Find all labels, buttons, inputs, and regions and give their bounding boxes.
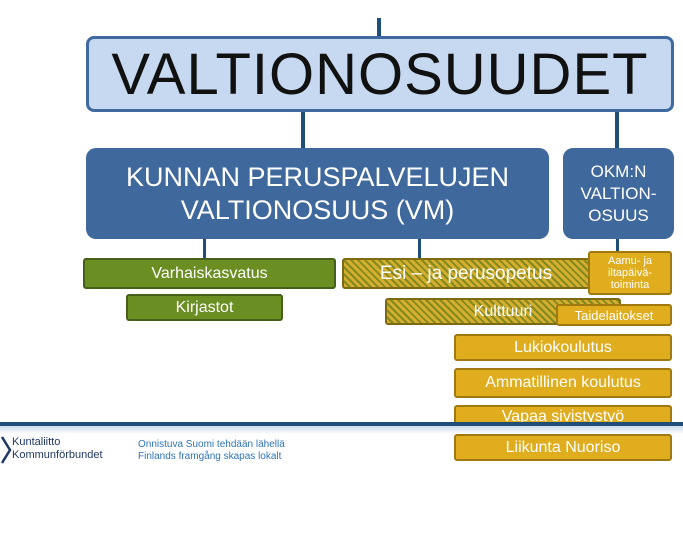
footer-divider: [0, 422, 683, 426]
vm-funding-box: KUNNAN PERUSPALVELUJEN VALTIONOSUUS (VM): [86, 148, 549, 239]
vm-box-line1: KUNNAN PERUSPALVELUJEN: [125, 161, 510, 192]
item-aamu-iltapaivatoiminta: Aamu- ja iltapäivä- toiminta: [588, 251, 672, 295]
item-esi-perusopetus-label: Esi – ja perusopetus: [379, 262, 553, 284]
item-esi-perusopetus: Esi – ja perusopetus: [342, 258, 590, 289]
connector-okm-down: [616, 238, 619, 252]
tagline-sv: Finlands framgång skapas lokalt: [138, 451, 282, 462]
item-kulttuuri-label: Kulttuuri: [473, 302, 533, 320]
item-aamu-line2: iltapäivä-: [607, 267, 653, 279]
item-varhaiskasvatus-label: Varhaiskasvatus: [151, 264, 268, 282]
item-lukiokoulutus: Lukiokoulutus: [454, 334, 672, 361]
okm-box-line1: OKM:N: [590, 161, 647, 181]
item-liikunta-nuoriso: Liikunta Nuoriso: [454, 434, 672, 461]
kuntaliitto-logo-mark: [0, 436, 12, 464]
item-kirjastot-label: Kirjastot: [175, 298, 234, 316]
item-varhaiskasvatus: Varhaiskasvatus: [83, 258, 336, 289]
item-ammatillinen-label: Ammatillinen koulutus: [485, 374, 641, 391]
connector-root-vm: [301, 111, 305, 149]
okm-box-line3: OSUUS: [588, 205, 649, 225]
footer-tagline: Onnistuva Suomi tehdään lähellä Finlands…: [138, 439, 285, 463]
item-ammatillinen-koulutus: Ammatillinen koulutus: [454, 368, 672, 398]
connector-top: [377, 18, 381, 37]
logo-line1: Kuntaliitto: [12, 436, 61, 448]
root-title-box: VALTIONOSUUDET: [86, 36, 674, 112]
item-taidelaitokset: Taidelaitokset: [556, 304, 672, 326]
logo-line2: Kommunförbundet: [12, 449, 103, 461]
item-kirjastot: Kirjastot: [126, 294, 283, 321]
item-vapaa-sivistystyo-label: Vapaa sivistystyö: [501, 408, 625, 425]
connector-vm-left: [203, 238, 206, 258]
item-liikunta-nuoriso-label: Liikunta Nuoriso: [505, 438, 621, 456]
kuntaliitto-logo: Kuntaliitto Kommunförbundet: [0, 434, 130, 466]
connector-vm-right: [418, 238, 421, 258]
item-lukiokoulutus-label: Lukiokoulutus: [514, 338, 612, 356]
vm-box-line2: VALTIONOSUUS (VM): [180, 194, 455, 225]
root-title: VALTIONOSUUDET: [111, 41, 649, 107]
connector-root-okm: [615, 111, 619, 149]
tagline-fi: Onnistuva Suomi tehdään lähellä: [138, 439, 285, 450]
item-aamu-line1: Aamu- ja: [607, 255, 653, 267]
okm-box-line2: VALTION-: [580, 183, 657, 203]
item-taidelaitokset-label: Taidelaitokset: [574, 307, 654, 323]
okm-funding-box: OKM:N VALTION- OSUUS: [563, 148, 674, 239]
item-aamu-line3: toiminta: [610, 279, 650, 291]
footer-gradient: [0, 426, 683, 434]
